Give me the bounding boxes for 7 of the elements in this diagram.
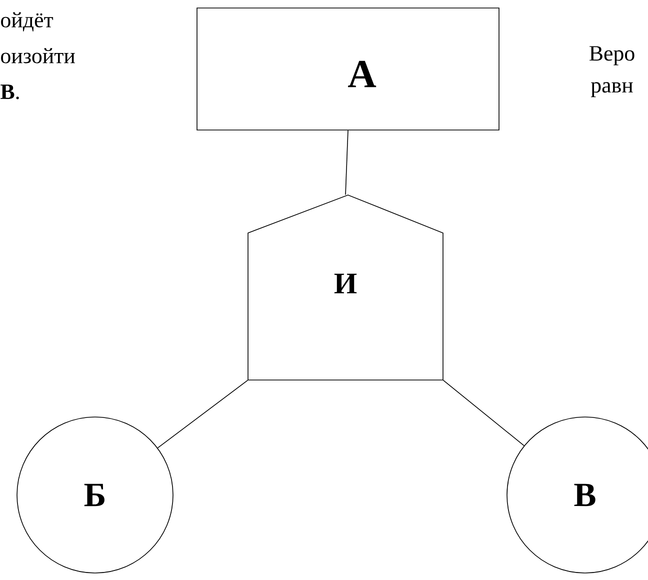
process-box: А: [196, 8, 500, 130]
connector-line: [442, 380, 524, 446]
connector-line: [345, 130, 348, 196]
and-gate-box: И: [248, 194, 444, 380]
note-text: ойдёт оизойти В.: [0, 12, 75, 100]
connector-line: [157, 380, 248, 448]
note-text: Веро равн: [590, 46, 634, 98]
